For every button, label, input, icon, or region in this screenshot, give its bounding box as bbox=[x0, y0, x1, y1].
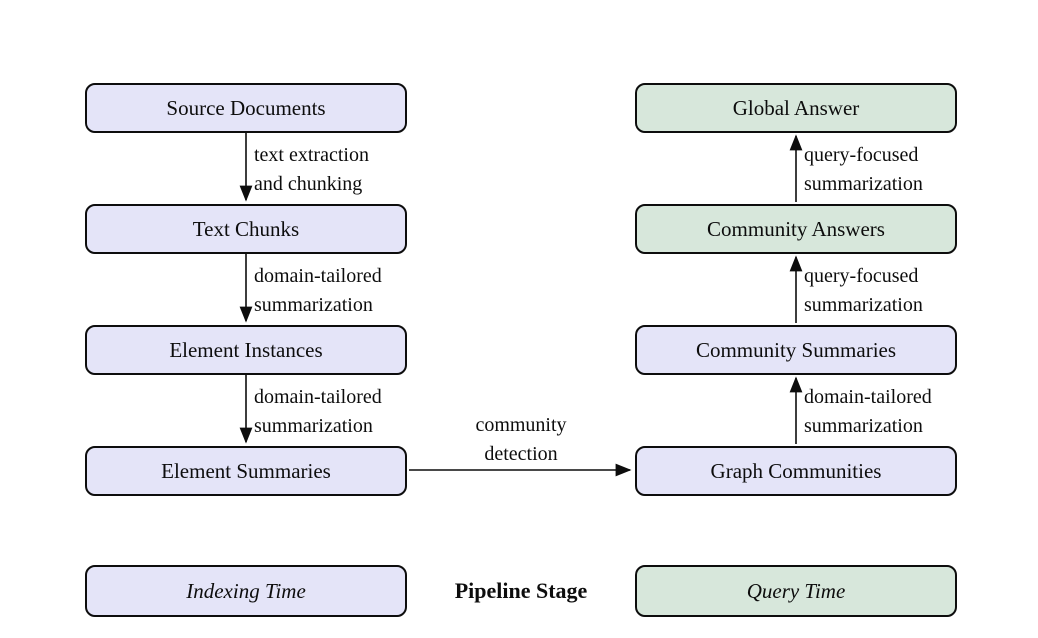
box-element-instances: Element Instances bbox=[85, 325, 407, 375]
edge-label-domain-tailored-2: domain-tailored summarization bbox=[254, 383, 382, 441]
edge-label-line: domain-tailored bbox=[804, 386, 932, 408]
edge-label-line: summarization bbox=[804, 173, 923, 195]
box-label: Global Answer bbox=[732, 95, 860, 120]
edge-label-text-extraction: text extraction and chunking bbox=[254, 141, 369, 199]
box-label: Graph Communities bbox=[710, 458, 882, 483]
box-community-answers: Community Answers bbox=[635, 204, 957, 254]
edge-label-line: query-focused bbox=[804, 144, 919, 166]
box-graph-communities: Graph Communities bbox=[635, 446, 957, 496]
edge-label-line: detection bbox=[484, 443, 558, 465]
edge-label-domain-tailored-3: domain-tailored summarization bbox=[804, 383, 932, 441]
legend-pipeline-stage: Pipeline Stage bbox=[454, 578, 588, 603]
edge-label-line: and chunking bbox=[254, 173, 363, 195]
box-label: Community Summaries bbox=[695, 337, 897, 362]
edge-label-line: summarization bbox=[804, 294, 923, 316]
box-label: Text Chunks bbox=[192, 216, 300, 241]
box-community-summaries: Community Summaries bbox=[635, 325, 957, 375]
edge-label-line: summarization bbox=[254, 415, 373, 437]
box-source-documents: Source Documents bbox=[85, 83, 407, 133]
edge-label-line: domain-tailored bbox=[254, 265, 382, 287]
edge-label-line: query-focused bbox=[804, 265, 919, 287]
box-label: Source Documents bbox=[166, 95, 326, 120]
edge-label-line: text extraction bbox=[254, 144, 369, 166]
legend-indexing-time: Indexing Time bbox=[85, 565, 407, 617]
edge-label-community-detection: community detection bbox=[421, 411, 621, 469]
edge-label-line: summarization bbox=[804, 415, 923, 437]
box-global-answer: Global Answer bbox=[635, 83, 957, 133]
box-label: Community Answers bbox=[707, 216, 885, 241]
edge-label-line: domain-tailored bbox=[254, 386, 382, 408]
box-text-chunks: Text Chunks bbox=[85, 204, 407, 254]
edge-label-line: summarization bbox=[254, 294, 373, 316]
edge-label-query-focused-1: query-focused summarization bbox=[804, 141, 923, 199]
legend-label: Indexing Time bbox=[186, 578, 306, 603]
box-label: Element Summaries bbox=[161, 458, 331, 483]
edge-label-line: community bbox=[475, 414, 567, 436]
legend-label: Query Time bbox=[746, 578, 846, 603]
edge-label-query-focused-2: query-focused summarization bbox=[804, 262, 923, 320]
legend-query-time: Query Time bbox=[635, 565, 957, 617]
box-label: Element Instances bbox=[169, 337, 323, 362]
box-element-summaries: Element Summaries bbox=[85, 446, 407, 496]
edge-label-domain-tailored-1: domain-tailored summarization bbox=[254, 262, 382, 320]
